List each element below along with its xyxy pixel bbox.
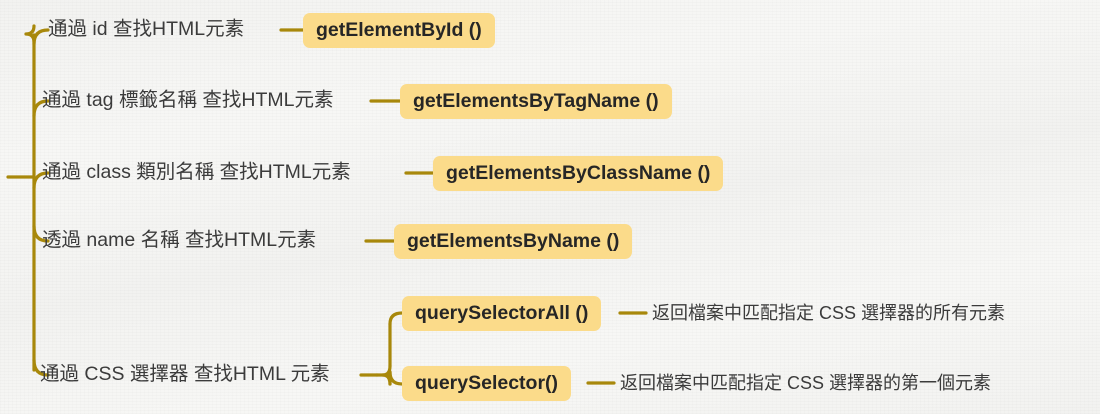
method-chip-get-elements-by-class-name[interactable]: getElementsByClassName () [433, 156, 724, 191]
branch-label-by-css-selector: 通過 CSS 選擇器 查找HTML 元素 [40, 363, 330, 385]
description-query-selector: 返回檔案中匹配指定 CSS 選擇器的第一個元素 [620, 373, 992, 393]
description-query-selector-all: 返回檔案中匹配指定 CSS 選擇器的所有元素 [652, 303, 1006, 323]
branch-label-by-tag: 通過 tag 標籤名稱 查找HTML元素 [42, 89, 334, 111]
branch-label-by-class: 通過 class 類別名稱 查找HTML元素 [42, 161, 351, 183]
branch-label-by-name: 透過 name 名稱 查找HTML元素 [42, 229, 317, 251]
method-chip-get-elements-by-name[interactable]: getElementsByName () [394, 224, 633, 259]
method-chip-get-elements-by-tag-name[interactable]: getElementsByTagName () [400, 84, 672, 119]
branch-label-by-id: 通過 id 查找HTML元素 [48, 18, 245, 40]
method-chip-query-selector-all[interactable]: querySelectorAll () [402, 296, 602, 331]
method-chip-get-element-by-id[interactable]: getElementById () [303, 13, 495, 48]
method-chip-query-selector[interactable]: querySelector() [402, 366, 572, 401]
